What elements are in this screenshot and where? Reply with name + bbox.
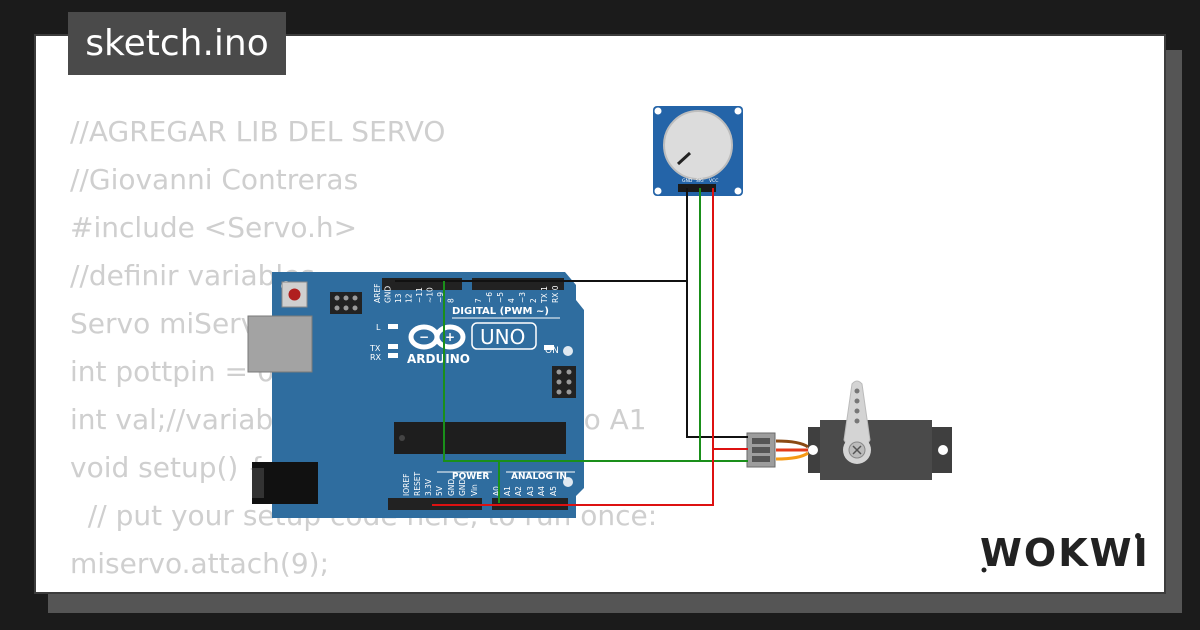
arduino-infinity-logo-icon <box>408 324 466 350</box>
servo-horn-icon <box>843 380 871 464</box>
svg-text:−: − <box>419 330 429 344</box>
pin-label: 4 <box>507 298 516 303</box>
file-tab[interactable]: sketch.ino <box>68 12 286 75</box>
wire-vcc[interactable] <box>432 188 748 506</box>
pin-label: ~10 <box>426 287 435 303</box>
pin-label: A3 <box>526 486 535 496</box>
wire-gnd[interactable] <box>395 188 748 438</box>
code-line: int pottpin = 0; <box>70 355 285 388</box>
pin-label: 8 <box>447 298 456 303</box>
pot-pin-label: VCC <box>709 178 718 184</box>
pin-label: ~11 <box>415 287 424 303</box>
pin-label: ~6 <box>485 292 494 303</box>
led-tx-label: TX <box>369 344 381 353</box>
pin-label: 5V <box>435 485 444 496</box>
pin-label: ~5 <box>496 292 505 303</box>
pin-label: A0 <box>492 486 501 496</box>
atmega-chip <box>394 422 566 454</box>
wire-signal[interactable] <box>443 188 748 503</box>
pot-pin-label: GND <box>682 178 693 184</box>
code-line: miservo.attach(9); <box>70 547 329 580</box>
pin-label: RX 0 <box>551 285 560 303</box>
pin-label: ~9 <box>436 292 445 303</box>
arduino-logo-text: ARDUINO <box>407 352 470 366</box>
pin-label: 2 <box>529 298 538 303</box>
pin-label: 7 <box>474 298 483 303</box>
analog-label: ANALOG IN <box>511 472 567 482</box>
pin-label: GND <box>384 286 393 303</box>
code-line: //Giovanni Contreras <box>70 163 359 196</box>
potentiometer-knob-indicator-icon <box>676 151 692 166</box>
pin-label: RESET <box>413 472 422 496</box>
pot-pin-label: SIG <box>696 178 704 184</box>
code-line: void setup() { <box>70 451 266 484</box>
servo-cable <box>775 439 809 461</box>
board-model-label: UNO <box>480 325 525 349</box>
pin-label: A1 <box>503 486 512 496</box>
pin-label: IOREF <box>402 474 411 496</box>
power-label: POWER <box>452 472 489 482</box>
led-rx-label: RX <box>370 353 382 362</box>
pin-label: GND <box>458 479 467 496</box>
usb-connector <box>247 315 313 373</box>
status-leds <box>388 324 554 358</box>
pin-label: Vin <box>470 484 479 496</box>
pin-label: 13 <box>394 293 403 303</box>
preview-card: //AGREGAR LIB DEL SERVO //Giovanni Contre… <box>34 34 1166 594</box>
pin-label: GND <box>447 479 456 496</box>
svg-text:+: + <box>445 330 455 344</box>
pin-label: A2 <box>514 486 523 496</box>
reset-button[interactable] <box>281 281 308 308</box>
servo-motor[interactable] <box>746 380 952 480</box>
pin-label: 12 <box>405 293 414 303</box>
power-on-label: ON <box>545 346 559 356</box>
pin-label: 3.3V <box>424 478 433 496</box>
digital-label: DIGITAL (PWM ~) <box>452 306 549 317</box>
wokwi-logo-text: WOKWI <box>980 531 1150 575</box>
pin-label: AREF <box>373 284 382 303</box>
pin-label: TX 1 <box>540 286 549 304</box>
led-l-label: L <box>376 323 381 332</box>
pin-label: A5 <box>549 486 558 496</box>
pin-label: A4 <box>537 486 546 496</box>
code-line: //AGREGAR LIB DEL SERVO <box>70 115 446 148</box>
pin-label: ~3 <box>518 292 527 303</box>
code-line: #include <Servo.h> <box>70 211 358 244</box>
wokwi-logo: WOKWI <box>980 531 1150 575</box>
